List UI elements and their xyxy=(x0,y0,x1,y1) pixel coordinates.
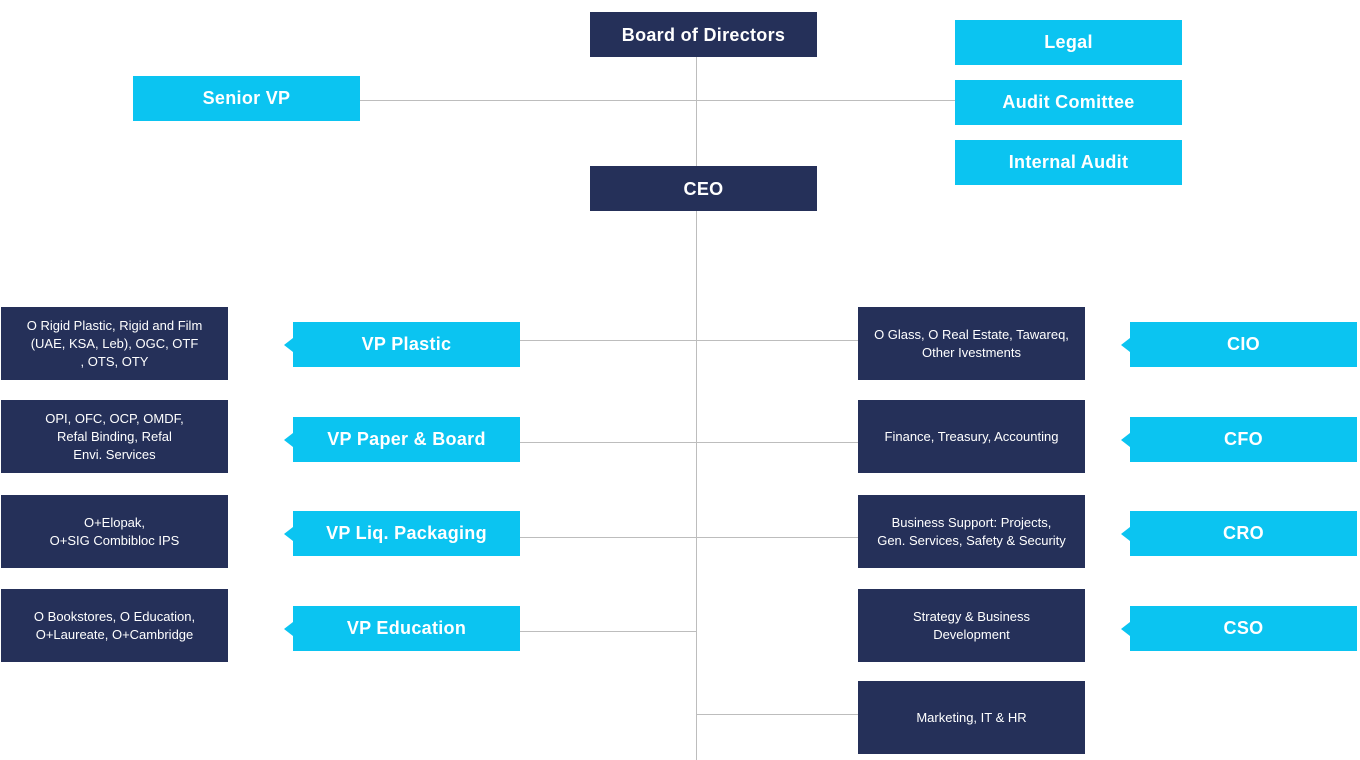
vp-education-units-box: O Bookstores, O Education, O+Laureate, O… xyxy=(1,589,228,662)
vp-liq-packaging-box: VP Liq. Packaging xyxy=(284,511,520,556)
vp-plastic-box: VP Plastic xyxy=(284,322,520,367)
legal-box: Legal xyxy=(955,20,1182,65)
board-of-directors-box: Board of Directors xyxy=(590,12,817,57)
cio-units-box: O Glass, O Real Estate, Tawareq, Other I… xyxy=(858,307,1085,380)
vp-education-box: VP Education xyxy=(284,606,520,651)
cfo-units-box: Finance, Treasury, Accounting xyxy=(858,400,1085,473)
vp-liq-packaging-units-box: O+Elopak, O+SIG Combibloc IPS xyxy=(1,495,228,568)
connector-vertical-board-ceo xyxy=(696,57,697,166)
vp-plastic-units-box: O Rigid Plastic, Rigid and Film (UAE, KS… xyxy=(1,307,228,380)
connector-row-1 xyxy=(520,340,858,341)
internal-audit-box: Internal Audit xyxy=(955,140,1182,185)
cso-box: CSO xyxy=(1121,606,1357,651)
cro-box: CRO xyxy=(1121,511,1357,556)
connector-row-2 xyxy=(520,442,858,443)
cio-box: CIO xyxy=(1121,322,1357,367)
connector-row-3 xyxy=(520,537,858,538)
senior-vp-box: Senior VP xyxy=(133,76,360,121)
connector-senior-vp-audit xyxy=(360,100,955,101)
vp-paper-board-box: VP Paper & Board xyxy=(284,417,520,462)
cfo-box: CFO xyxy=(1121,417,1357,462)
connector-marketing xyxy=(696,714,858,715)
cro-units-box: Business Support: Projects, Gen. Service… xyxy=(858,495,1085,568)
vp-paper-board-units-box: OPI, OFC, OCP, OMDF, Refal Binding, Refa… xyxy=(1,400,228,473)
marketing-it-hr-box: Marketing, IT & HR xyxy=(858,681,1085,754)
connector-vertical-ceo-trunk xyxy=(696,211,697,760)
ceo-box: CEO xyxy=(590,166,817,211)
audit-committee-box: Audit Comittee xyxy=(955,80,1182,125)
cso-units-box: Strategy & Business Development xyxy=(858,589,1085,662)
connector-row-4 xyxy=(520,631,697,632)
